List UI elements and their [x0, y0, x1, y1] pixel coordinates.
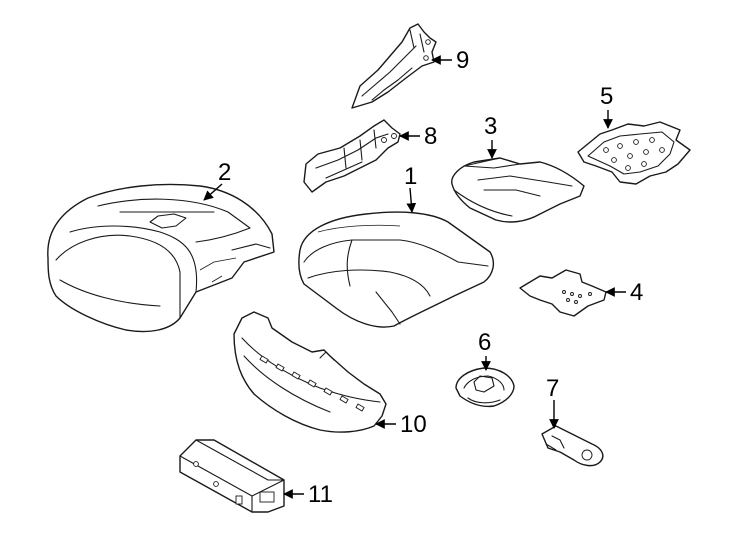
callout-8: 8 — [424, 123, 437, 150]
part-3-cushion-pad[interactable] — [451, 157, 585, 223]
callout-2: 2 — [218, 159, 231, 186]
callout-5: 5 — [600, 83, 613, 110]
part-4-sensor-mat[interactable] — [519, 269, 607, 317]
callout-3: 3 — [484, 113, 497, 140]
callout-9: 9 — [456, 47, 469, 74]
callout-10: 10 — [400, 411, 427, 438]
leader-1 — [406, 187, 417, 213]
leader-2 — [203, 183, 223, 201]
leader-arrows — [203, 55, 626, 499]
part-1-cushion-cover[interactable] — [298, 211, 495, 328]
callout-7: 7 — [546, 375, 559, 402]
part-10-front-panel[interactable] — [233, 311, 387, 433]
part-8-side-shield[interactable] — [303, 119, 401, 193]
callout-labels: 1 2 3 4 5 6 7 8 9 10 11 — [218, 47, 643, 508]
heater-panel-holes — [603, 137, 665, 171]
part-7-anchor-bracket[interactable] — [541, 425, 604, 467]
callout-4: 4 — [630, 279, 643, 306]
callout-6: 6 — [478, 329, 491, 356]
part-5-heater-panel[interactable] — [577, 121, 691, 185]
callout-11: 11 — [308, 481, 333, 508]
part-9-trim-bracket[interactable] — [351, 23, 437, 109]
callout-1: 1 — [404, 163, 417, 190]
part-2-seat-cushion[interactable] — [47, 183, 275, 333]
part-11-control-module[interactable] — [179, 439, 285, 513]
part-6-bracket[interactable] — [455, 367, 515, 408]
front-panel-slots — [259, 355, 365, 412]
